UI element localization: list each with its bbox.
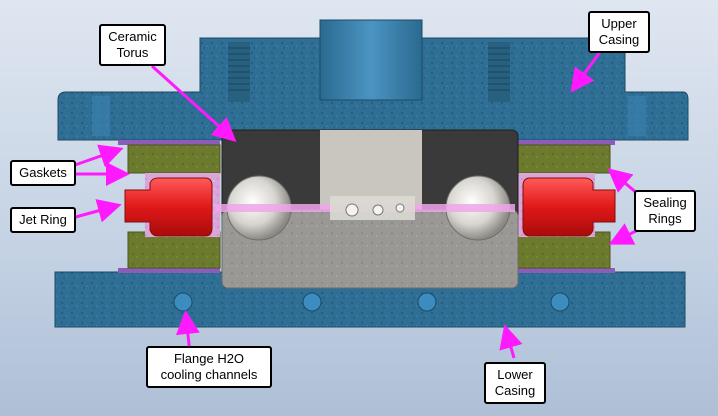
label-flange-cooling: Flange H2O cooling channels <box>146 346 272 388</box>
label-lower-casing-line1: Lower <box>497 367 533 382</box>
label-jet-ring-text: Jet Ring <box>19 212 67 227</box>
jet-ring-right <box>522 177 616 237</box>
label-flange-cooling-line2: cooling channels <box>160 367 258 382</box>
label-jet-ring: Jet Ring <box>10 207 76 233</box>
callout-arrows <box>71 51 639 359</box>
label-flange-cooling-line1: Flange H2O <box>173 351 245 366</box>
label-upper-casing-line2: Casing <box>598 32 640 47</box>
upper-casing <box>57 19 689 141</box>
label-ceramic-torus-line1: Ceramic <box>108 29 157 44</box>
gaskets <box>118 140 615 273</box>
ceramic-torus <box>215 129 519 289</box>
label-sealing-rings-line1: Sealing <box>643 195 687 210</box>
label-ceramic-torus: Ceramic Torus <box>99 24 166 66</box>
label-ceramic-torus-line2: Torus <box>116 45 149 60</box>
label-upper-casing: Upper Casing <box>588 11 650 53</box>
jet-ring-left <box>124 177 213 237</box>
label-lower-casing: Lower Casing <box>484 362 546 404</box>
label-upper-casing-line1: Upper <box>601 16 637 31</box>
label-gaskets: Gaskets <box>10 160 76 186</box>
label-lower-casing-line2: Casing <box>494 383 536 398</box>
label-gaskets-text: Gaskets <box>19 165 67 180</box>
label-sealing-rings: Sealing Rings <box>634 190 696 232</box>
label-sealing-rings-line2: Rings <box>648 211 682 226</box>
